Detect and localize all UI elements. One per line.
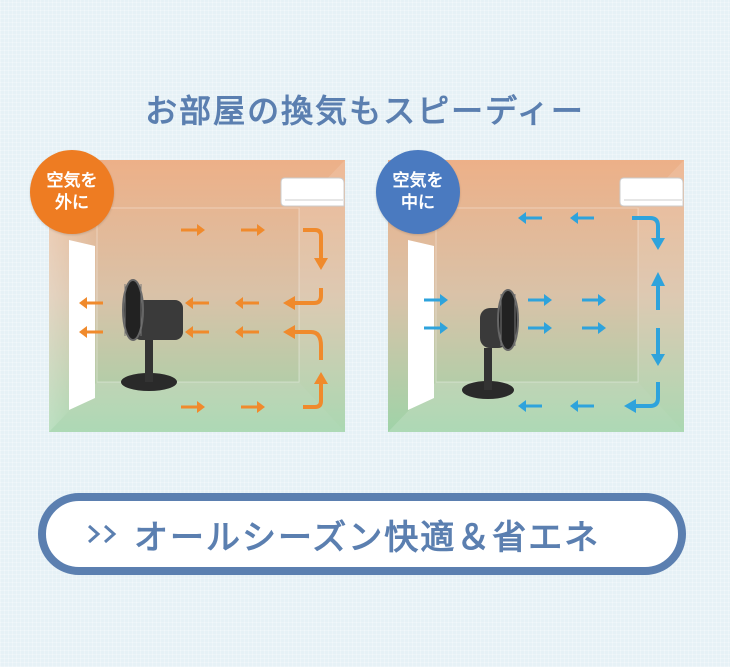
arrow-right-icon <box>424 322 448 334</box>
airflow-arrows <box>79 224 328 413</box>
arrow-head-icon <box>314 372 328 384</box>
arrow-head-icon <box>651 354 665 366</box>
arrow-right-icon <box>582 294 606 306</box>
arrow-right-icon <box>181 224 205 236</box>
double-chevron-right-icon <box>86 523 120 545</box>
panel-exhaust <box>49 160 345 432</box>
arrow-left-icon <box>79 297 103 309</box>
arrow-head-icon <box>283 325 295 339</box>
curved-arrow-icon <box>632 216 660 240</box>
arrow-left-icon <box>235 326 259 338</box>
badge-line: 空気を <box>46 171 98 191</box>
arrow-head-icon <box>283 296 295 310</box>
arrow-left-icon <box>518 212 542 224</box>
arrow-left-icon <box>79 326 103 338</box>
panel-intake <box>388 160 684 432</box>
air-conditioner-icon <box>280 177 345 207</box>
arrow-left-icon <box>518 400 542 412</box>
airflow-arrows <box>424 212 665 413</box>
badge-line: 外に <box>55 193 89 213</box>
air-conditioner-icon <box>619 177 684 207</box>
arrow-right-icon <box>528 294 552 306</box>
curved-arrow-icon <box>293 288 323 305</box>
arrow-right-icon <box>181 401 205 413</box>
arrow-right-icon <box>241 224 265 236</box>
arrow-left-icon <box>235 297 259 309</box>
electric-fan-icon <box>462 289 519 399</box>
arrow-head-icon <box>651 238 665 250</box>
electric-fan-icon <box>121 279 183 391</box>
badge-exhaust: 空気を 外に <box>30 150 114 234</box>
curved-arrow-icon <box>634 382 660 408</box>
arrow-head-icon <box>624 399 636 413</box>
arrow-right-icon <box>424 294 448 306</box>
badge-line: 中に <box>401 193 435 213</box>
room-illustration-exhaust <box>49 160 345 432</box>
badge-line: 空気を <box>392 171 444 191</box>
arrow-left-icon <box>570 400 594 412</box>
arrow-head-icon <box>314 258 328 270</box>
curved-arrow-icon <box>303 382 323 409</box>
curved-arrow-icon <box>293 330 323 360</box>
feature-banner: オールシーズン快適＆省エネ <box>38 493 686 575</box>
room-illustration-intake <box>388 160 684 432</box>
curved-arrow-icon <box>303 228 323 260</box>
badge-intake: 空気を 中に <box>376 150 460 234</box>
arrow-head-icon <box>651 272 665 286</box>
arrow-right-icon <box>241 401 265 413</box>
arrow-left-icon <box>570 212 594 224</box>
headline: お部屋の換気もスピーディー <box>145 92 585 130</box>
arrow-right-icon <box>528 322 552 334</box>
arrow-right-icon <box>582 322 606 334</box>
arrow-left-icon <box>185 297 209 309</box>
feature-text: オールシーズン快適＆省エネ <box>134 517 601 558</box>
arrow-left-icon <box>185 326 209 338</box>
